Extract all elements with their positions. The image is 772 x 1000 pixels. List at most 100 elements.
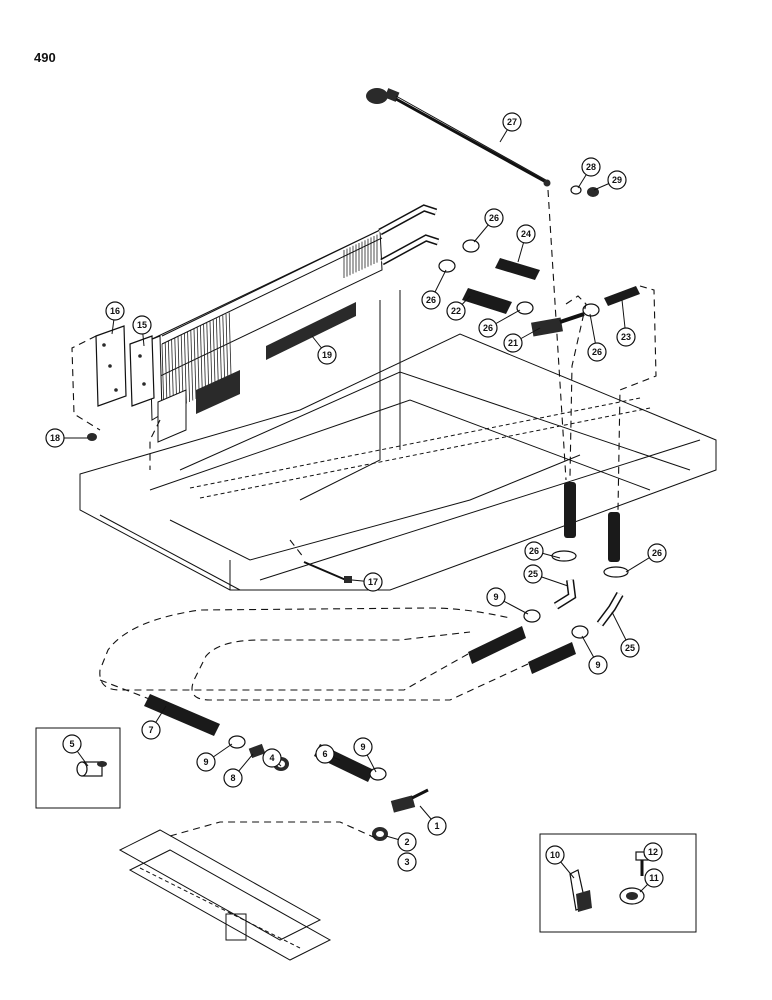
hose-lower-right-lower: [528, 642, 576, 674]
callout-9: 9: [196, 752, 216, 772]
callout-22: 22: [446, 301, 466, 321]
callout-2: 2: [397, 832, 417, 852]
callout-label: 12: [648, 847, 658, 857]
rod-route-line: [547, 189, 567, 481]
hose-route-outer-loop: [99, 607, 511, 691]
callout-1: 1: [427, 816, 447, 836]
callout-25: 25: [523, 564, 543, 584]
callout-label: 26: [426, 295, 436, 305]
callout-21: 21: [503, 333, 523, 353]
callout-label: 8: [230, 773, 235, 783]
clamp-26-left: [438, 259, 456, 273]
hose-route-inner-loop: [191, 631, 529, 701]
callout-16: 16: [105, 301, 125, 321]
callout-29: 29: [607, 170, 627, 190]
callout-label: 22: [451, 306, 461, 316]
hose-vertical-right: [608, 512, 620, 562]
callout-23: 23: [616, 327, 636, 347]
callout-label: 26: [652, 548, 662, 558]
frame-pan: [79, 290, 717, 591]
callout-label: 27: [507, 117, 517, 127]
callout-9: 9: [486, 587, 506, 607]
valve-1: [390, 788, 429, 813]
hose-22: [462, 288, 512, 314]
callout-17: 17: [363, 572, 383, 592]
clamp-9-lower-left: [228, 735, 246, 749]
callout-label: 26: [489, 213, 499, 223]
callout-18: 18: [45, 428, 65, 448]
callout-26: 26: [484, 208, 504, 228]
callout-26: 26: [587, 342, 607, 362]
callout-label: 11: [649, 873, 659, 883]
callout-26: 26: [647, 543, 667, 563]
callout-label: 6: [322, 749, 327, 759]
hose-7: [144, 694, 220, 736]
callout-label: 25: [625, 643, 635, 653]
clamp-26-lower-right: [603, 566, 629, 578]
bracket-route-line: [71, 335, 101, 431]
clamp-26-lower-left: [551, 550, 577, 562]
bracket-16: [95, 325, 127, 407]
clamp-26-mid: [516, 301, 534, 315]
hose-23: [604, 286, 640, 306]
valve-21: [531, 312, 585, 337]
callout-19: 19: [317, 345, 337, 365]
callout-label: 17: [368, 577, 378, 587]
callout-label: 23: [621, 332, 631, 342]
clamp-9-lower-right: [571, 625, 589, 639]
callout-label: 21: [508, 338, 518, 348]
bracket-15: [129, 335, 155, 407]
nut-18: [87, 433, 97, 441]
callout-9: 9: [353, 737, 373, 757]
callout-3: 3: [397, 852, 417, 872]
oil-cooler-radiator: [149, 204, 440, 443]
callout-label: 9: [360, 742, 365, 752]
callout-label: 26: [592, 347, 602, 357]
callout-9: 9: [588, 655, 608, 675]
callout-label: 26: [529, 546, 539, 556]
callout-11: 11: [644, 868, 664, 888]
callout-5: 5: [62, 734, 82, 754]
bolt-17: [303, 561, 352, 583]
callout-label: 19: [322, 350, 332, 360]
callout-label: 18: [50, 433, 60, 443]
hose-route-right: [617, 285, 657, 511]
fitting-2-3: [372, 827, 388, 841]
callout-24: 24: [516, 224, 536, 244]
callout-label: 25: [528, 569, 538, 579]
callout-label: 28: [586, 162, 596, 172]
callout-label: 1: [434, 821, 439, 831]
hose-24: [495, 258, 540, 280]
callout-label: 9: [493, 592, 498, 602]
callout-label: 9: [203, 757, 208, 767]
callout-label: 16: [110, 306, 120, 316]
clamp-26-right: [582, 303, 600, 317]
callout-label: 5: [69, 739, 74, 749]
callout-label: 10: [550, 850, 560, 860]
clamp-9-lower-mid: [369, 767, 387, 781]
clamp-26-top: [462, 239, 480, 253]
callout-label: 2: [404, 837, 409, 847]
elbow-25-left: [553, 579, 577, 610]
page-number: 490: [34, 50, 56, 65]
inset-box-10-11-12: [539, 833, 697, 933]
callout-label: 26: [483, 323, 493, 333]
callout-4: 4: [262, 748, 282, 768]
lower-frame-member: [118, 829, 332, 961]
callout-label: 15: [137, 320, 147, 330]
callout-label: 4: [269, 753, 274, 763]
callout-label: 7: [148, 725, 153, 735]
callout-8: 8: [223, 768, 243, 788]
callout-10: 10: [545, 845, 565, 865]
callout-7: 7: [141, 720, 161, 740]
callout-27: 27: [502, 112, 522, 132]
callout-label: 29: [612, 175, 622, 185]
clamp-9-upper-right: [523, 609, 541, 623]
callout-label: 3: [404, 857, 409, 867]
callout-26: 26: [478, 318, 498, 338]
callout-6: 6: [315, 744, 335, 764]
callout-28: 28: [581, 157, 601, 177]
washer-28: [570, 185, 582, 195]
elbow-25-right: [596, 592, 624, 627]
